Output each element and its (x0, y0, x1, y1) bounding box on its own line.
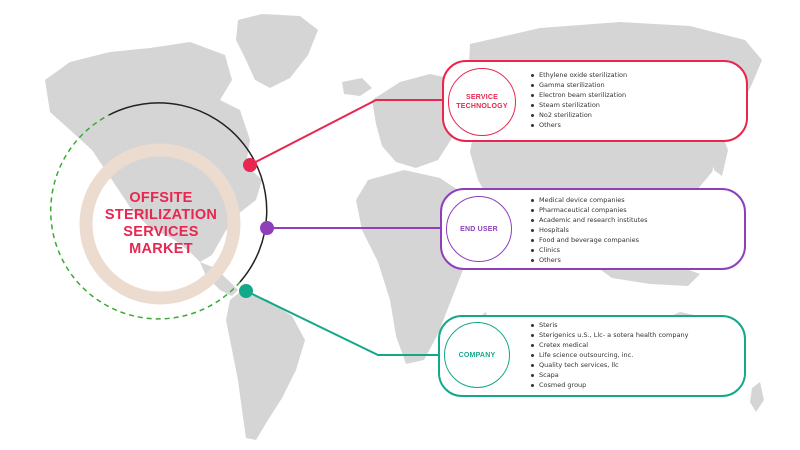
service-technology-dot (243, 158, 257, 172)
title-line: MARKET (129, 241, 193, 257)
list-item: Cretex medical (530, 340, 688, 350)
title-line: SERVICES (123, 224, 199, 240)
list-item: Scapa (530, 370, 688, 380)
company-list: Steris Sterigenics u.S., Llc- a sotera h… (530, 320, 688, 390)
service-technology-badge: SERVICE TECHNOLOGY (448, 68, 516, 136)
dashed-arc (50, 114, 241, 320)
list-item: Steris (530, 320, 688, 330)
list-item: Clinics (530, 245, 648, 255)
end-user-list: Medical device companies Pharmaceutical … (530, 195, 648, 265)
end-user-badge: END USER (446, 196, 512, 262)
list-item: Ethylene oxide sterilization (530, 70, 627, 80)
title-line: STERILIZATION (104, 207, 218, 223)
list-item: Food and beverage companies (530, 235, 648, 245)
list-item: Academic and research institutes (530, 215, 648, 225)
list-item: No2 sterilization (530, 110, 627, 120)
company-label: COMPANY (458, 351, 496, 359)
list-item: Others (530, 255, 648, 265)
list-item: Gamma sterilization (530, 80, 627, 90)
solid-arc (108, 102, 268, 283)
end-user-label: END USER (460, 225, 498, 233)
list-item: Life science outsourcing, inc. (530, 350, 688, 360)
company-dot (239, 284, 253, 298)
list-item: Sterigenics u.S., Llc- a sotera health c… (530, 330, 688, 340)
list-item: Medical device companies (530, 195, 648, 205)
company-badge: COMPANY (444, 322, 510, 388)
title-line: OFFSITE (129, 190, 193, 206)
market-title: OFFSITE STERILIZATION SERVICES MARKET (85, 190, 237, 258)
list-item: Others (530, 120, 627, 130)
service-technology-label: SERVICE (465, 94, 498, 101)
list-item: Pharmaceutical companies (530, 205, 648, 215)
service-technology-label: TECHNOLOGY (456, 103, 508, 110)
list-item: Hospitals (530, 225, 648, 235)
service-technology-list: Ethylene oxide sterilization Gamma steri… (530, 70, 627, 130)
company-connector (245, 290, 446, 356)
list-item: Electron beam sterilization (530, 90, 627, 100)
list-item: Quality tech services, llc (530, 360, 688, 370)
list-item: Cosmed group (530, 380, 688, 390)
list-item: Steam sterilization (530, 100, 627, 110)
end-user-dot (260, 221, 274, 235)
title-ring (79, 143, 241, 305)
service-technology-connector (249, 99, 450, 166)
